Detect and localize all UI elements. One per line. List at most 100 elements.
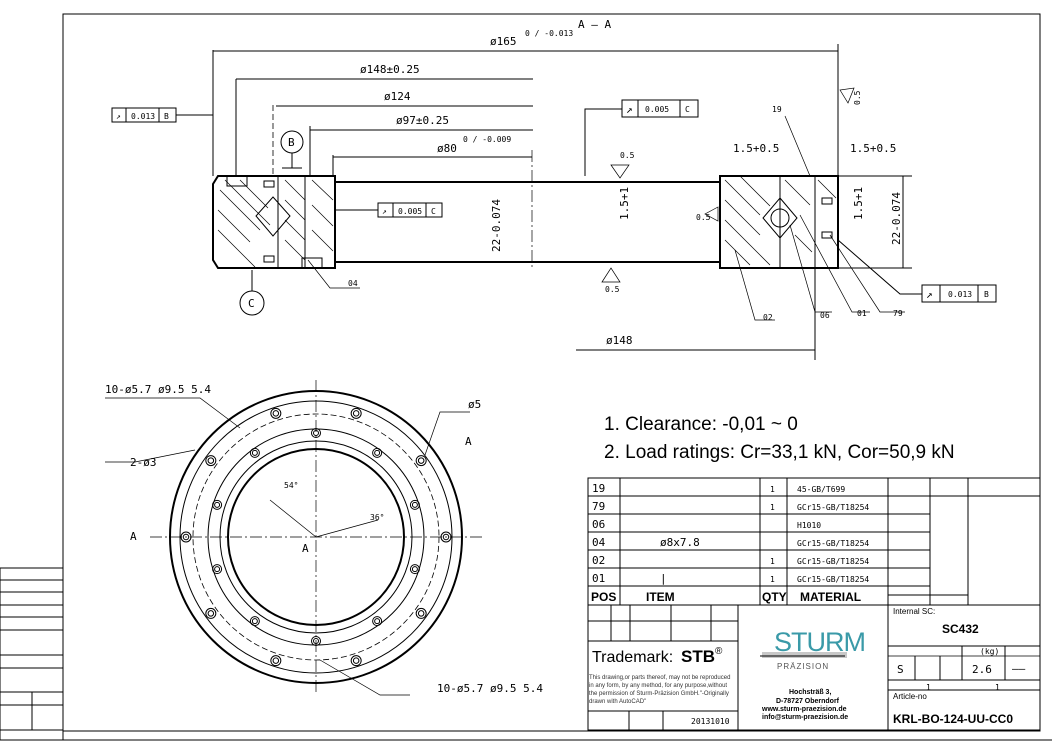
part-leaders bbox=[307, 115, 905, 321]
outer-bolt-hole bbox=[417, 457, 425, 464]
bom-cell-pos: 01 bbox=[592, 572, 605, 585]
outer-bolt-hole bbox=[270, 407, 282, 419]
outer-bolt-hole bbox=[182, 533, 190, 541]
outer-bolt-hole bbox=[415, 455, 427, 467]
bom-cell-qty: 1 bbox=[770, 575, 775, 584]
sheet-total: 1 bbox=[995, 683, 1000, 692]
svg-text:PRÄZISION: PRÄZISION bbox=[777, 662, 829, 671]
outer-bolt-hole bbox=[205, 455, 217, 467]
bom-cell-pos: 04 bbox=[592, 536, 606, 549]
bom-cell-material: 45-GB/T699 bbox=[797, 485, 845, 494]
holes-callout-bottom: 10-ø5.7 ø9.5 5.4 bbox=[437, 682, 543, 695]
outer-bolt-hole bbox=[352, 410, 360, 417]
angle-36: 36° bbox=[370, 513, 384, 522]
outer-bolt-hole bbox=[350, 655, 362, 667]
tolerance-frame-4: ↗ 0.013 B bbox=[837, 239, 997, 303]
website: www.sturm-praezision.de bbox=[761, 706, 847, 713]
inner-bolt-hole bbox=[409, 499, 420, 510]
label-19: 19 bbox=[772, 105, 782, 114]
dim-id: ø80 bbox=[437, 142, 457, 155]
section-mark-left: A bbox=[130, 530, 137, 543]
datum-c: C bbox=[239, 270, 265, 316]
outer-bolt-hole bbox=[415, 607, 427, 619]
note-clearance: 1. Clearance: -0,01 ~ 0 bbox=[604, 414, 798, 435]
svg-text:0.013: 0.013 bbox=[948, 290, 972, 299]
email: info@sturm-praezision.de bbox=[762, 714, 848, 721]
runout-icon: ↗ bbox=[382, 207, 387, 216]
d5-callout: ø5 bbox=[468, 398, 481, 411]
plan-view bbox=[105, 380, 484, 696]
inner-bolt-hole bbox=[251, 449, 258, 456]
address-city: D-78727 Oberndorf bbox=[776, 698, 840, 705]
section-mark-right: A bbox=[465, 435, 472, 448]
tolerance-frame-3: ↗ 0.005 C bbox=[335, 202, 443, 218]
address-street: Hochsträß 3, bbox=[789, 689, 831, 696]
outer-bolt-hole bbox=[207, 610, 215, 617]
outer-bolt-hole bbox=[352, 657, 360, 664]
bom-cell-pos: 06 bbox=[592, 518, 605, 531]
bom-cell-material: GCr15-GB/T18254 bbox=[797, 557, 869, 566]
bom-header-item: ITEM bbox=[646, 590, 675, 604]
svg-text:B: B bbox=[984, 290, 989, 299]
scale-s: S bbox=[897, 663, 904, 676]
disclaimer-line: in any form, by any method, for any purp… bbox=[589, 683, 727, 689]
inner-bolt-hole bbox=[411, 566, 418, 573]
label-06: 06 bbox=[820, 311, 830, 320]
article-number: KRL-BO-124-UU-CC0 bbox=[893, 712, 1013, 726]
outer-bolt-hole bbox=[205, 607, 217, 619]
inner-bolt-hole bbox=[212, 564, 223, 575]
bom-cell-item: | bbox=[660, 572, 667, 585]
bom-cell-qty: 1 bbox=[770, 557, 775, 566]
inner-bolt-hole bbox=[372, 616, 383, 627]
revision-table-left bbox=[0, 567, 64, 741]
runout-icon: ↗ bbox=[926, 288, 933, 301]
bom-cell-pos: 19 bbox=[592, 482, 605, 495]
pin-holes-callout: 2-ø3 bbox=[130, 456, 157, 469]
outer-bolt-hole bbox=[440, 531, 452, 543]
roughness-symbols bbox=[601, 87, 855, 283]
article-label: Article-no bbox=[893, 692, 927, 701]
outer-bolt-hole bbox=[442, 533, 450, 541]
inner-bolt-hole bbox=[311, 636, 321, 646]
bom-table bbox=[587, 477, 1041, 731]
bom-cell-material: GCr15-GB/T18254 bbox=[797, 575, 869, 584]
section-mark-center: A bbox=[302, 542, 309, 555]
internal-sc-value: SC432 bbox=[942, 622, 979, 636]
dim-od-tol: 0 / -0.013 bbox=[525, 29, 573, 38]
sheet-number: 1 bbox=[926, 683, 931, 692]
bom-cell-pos: 02 bbox=[592, 554, 605, 567]
inner-bolt-hole bbox=[311, 428, 321, 438]
bom-header-pos: POS bbox=[591, 590, 616, 604]
disclaimer-line: This drawing,or parts thereof, may not b… bbox=[589, 675, 730, 681]
runout-icon: ↗ bbox=[626, 103, 633, 116]
inner-bolt-hole bbox=[249, 447, 260, 458]
bom-cell-material: H1010 bbox=[797, 521, 821, 530]
dim-height: 22-0.074 bbox=[490, 199, 503, 252]
inner-bolt-hole bbox=[411, 501, 418, 508]
roughness-2: 0.5 bbox=[605, 285, 620, 294]
label-04: 04 bbox=[348, 279, 358, 288]
inner-bolt-hole bbox=[409, 564, 420, 575]
inner-bolt-hole bbox=[313, 638, 319, 644]
bom-cell-item: ø8x7.8 bbox=[660, 536, 700, 549]
outer-bolt-hole bbox=[207, 457, 215, 464]
dim-offset-2: 1.5+1 bbox=[852, 187, 865, 220]
bom-cell-qty: 1 bbox=[770, 503, 775, 512]
section-title: A — A bbox=[578, 18, 611, 31]
outer-bolt-hole bbox=[272, 410, 280, 417]
roughness-4: 0.5 bbox=[853, 90, 862, 105]
svg-text:0.005: 0.005 bbox=[398, 207, 422, 216]
tolerance-frame-1: ↗ 0.013 B bbox=[111, 107, 213, 123]
drawing-date: 20131010 bbox=[691, 717, 730, 726]
outer-bolt-hole bbox=[272, 657, 280, 664]
trademark-name: STB bbox=[681, 647, 715, 666]
outer-bolt-hole bbox=[417, 610, 425, 617]
dim-124: ø124 bbox=[384, 90, 411, 103]
svg-text:B: B bbox=[288, 136, 295, 149]
label-01: 01 bbox=[857, 309, 867, 318]
inner-bolt-hole bbox=[214, 501, 221, 508]
inner-bolt-hole bbox=[249, 616, 260, 627]
unit-kg: (kg) bbox=[980, 647, 999, 656]
dimension-lines bbox=[212, 44, 912, 360]
svg-text:C: C bbox=[431, 207, 436, 216]
